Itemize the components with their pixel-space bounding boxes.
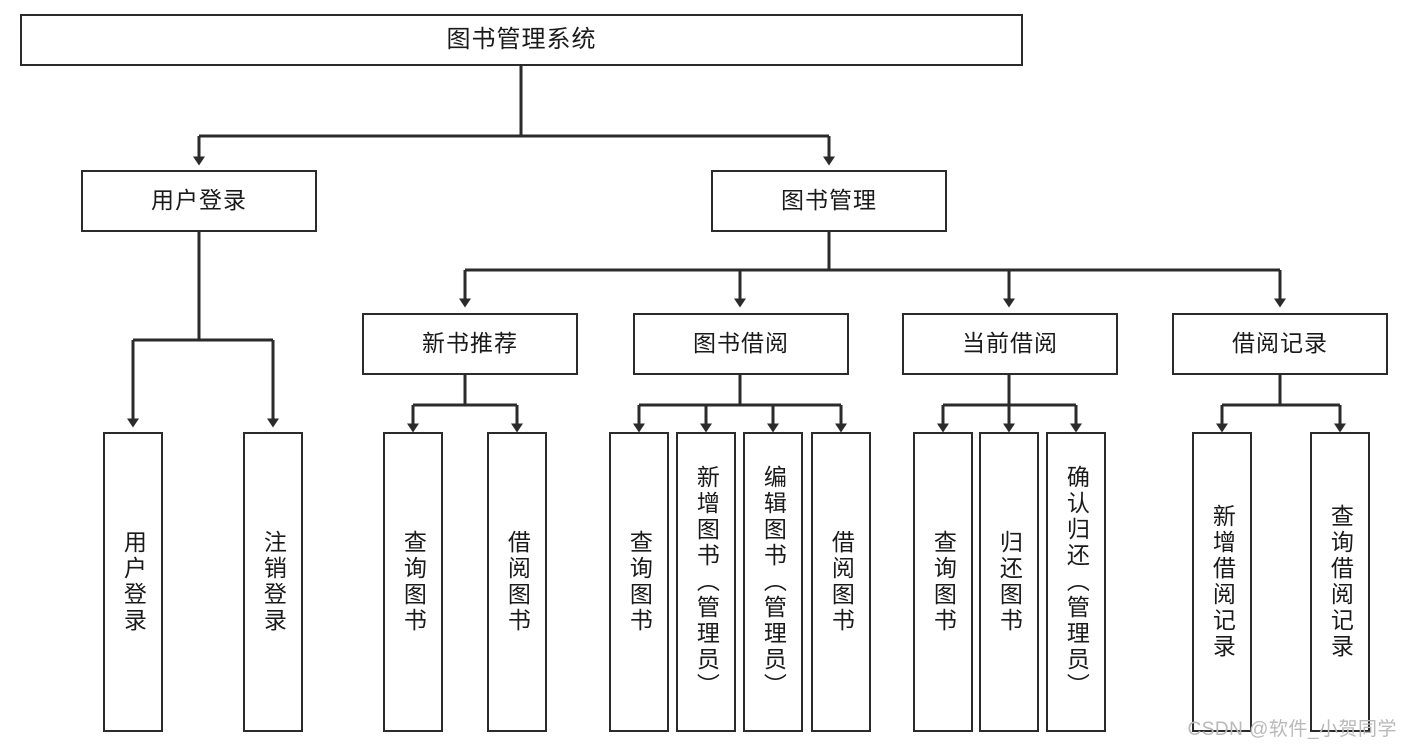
leaf-borrow-query-book[interactable]: 查询图书: [609, 432, 669, 732]
leaf-label: 查询图书: [930, 530, 957, 634]
node-book-borrow[interactable]: 图书借阅: [633, 313, 849, 375]
leaf-label: 新增图书（管理员）: [693, 465, 720, 699]
leaf-recommend-query-book[interactable]: 查询图书: [383, 432, 443, 732]
leaf-label: 查询借阅记录: [1327, 504, 1354, 660]
leaf-current-query-book[interactable]: 查询图书: [913, 432, 973, 732]
node-current-borrow[interactable]: 当前借阅: [902, 313, 1118, 375]
leaf-label: 查询图书: [400, 530, 427, 634]
node-borrow-record[interactable]: 借阅记录: [1172, 313, 1388, 375]
leaf-borrow-edit-book-admin[interactable]: 编辑图书（管理员）: [743, 432, 803, 732]
leaf-recommend-borrow-book[interactable]: 借阅图书: [487, 432, 547, 732]
leaf-record-query-record[interactable]: 查询借阅记录: [1310, 432, 1370, 732]
leaf-label: 注销登录: [260, 530, 287, 634]
leaf-current-return-book[interactable]: 归还图书: [979, 432, 1039, 732]
leaf-label: 借阅图书: [828, 530, 855, 634]
leaf-borrow-add-book-admin[interactable]: 新增图书（管理员）: [676, 432, 736, 732]
leaf-borrow-borrow-book[interactable]: 借阅图书: [811, 432, 871, 732]
leaf-label: 确认归还（管理员）: [1063, 465, 1090, 699]
node-book-management[interactable]: 图书管理: [711, 170, 947, 232]
leaf-label: 编辑图书（管理员）: [760, 465, 787, 699]
node-user-login[interactable]: 用户登录: [81, 170, 317, 232]
leaf-label: 归还图书: [996, 530, 1023, 634]
leaf-current-confirm-return-admin[interactable]: 确认归还（管理员）: [1046, 432, 1106, 732]
leaf-label: 查询图书: [626, 530, 653, 634]
leaf-label: 用户登录: [120, 530, 147, 634]
node-root-system[interactable]: 图书管理系统: [20, 14, 1023, 66]
leaf-user-login[interactable]: 用户登录: [103, 432, 163, 732]
node-new-book-recommend[interactable]: 新书推荐: [362, 313, 578, 375]
leaf-record-add-record[interactable]: 新增借阅记录: [1192, 432, 1252, 732]
leaf-label: 新增借阅记录: [1209, 504, 1236, 660]
watermark-text: CSDN @软件_小贺同学: [1187, 719, 1397, 740]
leaf-label: 借阅图书: [504, 530, 531, 634]
leaf-user-logout[interactable]: 注销登录: [243, 432, 303, 732]
